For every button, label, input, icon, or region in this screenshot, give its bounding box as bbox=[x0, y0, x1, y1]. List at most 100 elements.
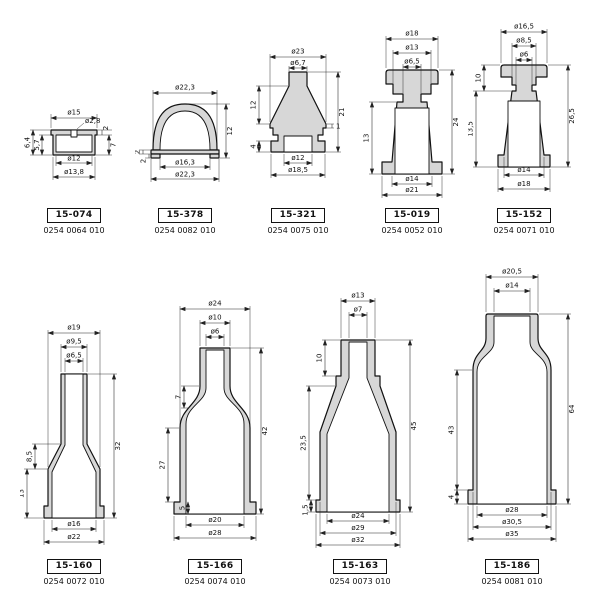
dim-label: ø30,5 bbox=[502, 518, 522, 526]
dim-label: 13,5 bbox=[468, 121, 475, 137]
dim-label: 1 bbox=[336, 123, 340, 131]
drawing-15-378: ø22,3 2 2 12 ø16,3 ø22,3 bbox=[134, 84, 234, 182]
order-code: 0254 0081 010 bbox=[481, 577, 543, 586]
part-number: 15-378 bbox=[157, 208, 213, 223]
dim-label: ø15 bbox=[67, 109, 80, 117]
part-label-15-163: 15-163 0254 0073 010 bbox=[315, 553, 405, 586]
dim-label: ø10 bbox=[208, 314, 221, 322]
dim-label: 13 bbox=[363, 134, 371, 143]
drawing-15-074: ø15 ø2,8 6,4 5,7 2 7 ø12 ø13,8 bbox=[24, 109, 118, 180]
dim-label: ø14 bbox=[517, 166, 531, 174]
dim-label: ø6 bbox=[211, 328, 220, 336]
dim-label: ø7 bbox=[354, 306, 363, 314]
dim-label: 4 bbox=[250, 144, 258, 149]
dim-label: ø29 bbox=[351, 524, 364, 532]
dim-label: 12 bbox=[226, 127, 234, 136]
drawing-block-15-163: ø13 ø7 10 23,5 1,5 45 ø24 ø29 ø32 bbox=[298, 282, 422, 554]
part-label-15-160: 15-160 0254 0072 010 bbox=[29, 553, 119, 586]
dim-label: ø18 bbox=[517, 180, 530, 188]
drawing-15-163: ø13 ø7 10 23,5 1,5 45 ø24 ø29 ø32 bbox=[300, 292, 418, 548]
dim-label: ø14 bbox=[505, 282, 519, 290]
dim-label: 64 bbox=[568, 404, 576, 413]
order-code: 0254 0052 010 bbox=[381, 226, 443, 235]
part-label-15-152: 15-152 0254 0071 010 bbox=[479, 202, 569, 235]
part-cavity bbox=[185, 349, 245, 515]
part-label-15-166: 15-166 0254 0074 010 bbox=[170, 553, 260, 586]
dim-label: ø28 bbox=[505, 506, 518, 514]
part-cavity bbox=[507, 100, 541, 168]
dim-label: 6,4 bbox=[24, 136, 32, 148]
dimension-lines bbox=[256, 54, 341, 178]
dim-label: ø22 bbox=[67, 533, 80, 541]
dim-label: 10 bbox=[316, 354, 324, 363]
dimension-lines bbox=[165, 306, 264, 541]
dim-label: ø35 bbox=[505, 530, 518, 538]
part-number: 15-166 bbox=[187, 559, 243, 574]
part-outline bbox=[269, 71, 327, 153]
dim-label: 21 bbox=[338, 108, 346, 117]
dim-label: ø13 bbox=[351, 292, 364, 300]
dim-label: ø28 bbox=[208, 529, 221, 537]
dim-label: 5,7 bbox=[33, 139, 41, 150]
dim-label: 27 bbox=[159, 461, 167, 470]
order-code: 0254 0075 010 bbox=[267, 226, 329, 235]
dim-label: 10 bbox=[475, 74, 483, 83]
dim-label: ø6,7 bbox=[290, 59, 305, 67]
dim-label: ø18 bbox=[405, 30, 418, 38]
drawing-block-15-321: ø23 ø6,7 12 4 21 1 ø12 ø18,5 bbox=[248, 8, 348, 196]
part-foot bbox=[150, 153, 161, 159]
drawing-15-321: ø23 ø6,7 12 4 21 1 ø12 ø18,5 bbox=[250, 48, 346, 178]
dim-label: 2 bbox=[102, 126, 110, 130]
dim-label: 26,5 bbox=[568, 108, 576, 124]
drawing-block-15-019: ø18 ø13 ø6,5 13 24 ø14 ø21 bbox=[362, 6, 462, 204]
dim-label: 12 bbox=[250, 101, 258, 110]
dim-label: ø9,5 bbox=[66, 338, 81, 346]
part-cavity bbox=[476, 315, 548, 505]
dim-label: ø16,3 bbox=[175, 159, 195, 167]
dim-label: ø22,3 bbox=[175, 171, 195, 179]
dim-label: ø12 bbox=[291, 154, 304, 162]
part-number: 15-152 bbox=[496, 208, 552, 223]
dim-label: ø16,5 bbox=[514, 23, 534, 31]
drawing-15-160: ø19 ø9,5 ø6,5 8,5 13 32 ø16 ø22 bbox=[18, 324, 122, 545]
dim-label: ø14 bbox=[405, 175, 419, 183]
dim-label: ø32 bbox=[351, 536, 364, 544]
dim-label: ø24 bbox=[208, 300, 222, 308]
dim-label: 45 bbox=[410, 422, 418, 431]
part-cavity bbox=[159, 110, 211, 151]
dim-label: ø16 bbox=[67, 520, 81, 528]
dim-label: ø18,5 bbox=[288, 166, 308, 174]
drawing-block-15-074: ø15 ø2,8 6,4 5,7 2 7 ø12 ø13,8 bbox=[24, 10, 124, 194]
dim-label: ø20,5 bbox=[502, 268, 522, 276]
dim-label: ø19 bbox=[67, 324, 80, 332]
drawing-block-15-160: ø19 ø9,5 ø6,5 8,5 13 32 ø16 ø22 bbox=[18, 314, 124, 554]
dim-label: 5 bbox=[179, 506, 187, 510]
part-label-15-186: 15-186 0254 0081 010 bbox=[467, 553, 557, 586]
drawing-15-186: ø20,5 ø14 43 4 64 ø28 ø30,5 ø35 bbox=[448, 268, 576, 542]
dim-label: ø13 bbox=[405, 44, 418, 52]
part-label-15-321: 15-321 0254 0075 010 bbox=[253, 202, 343, 235]
drawing-block-15-152: ø16,5 ø8,5 ø6 10 13,5 26,5 ø14 ø18 bbox=[467, 5, 580, 205]
dim-label: ø22,3 bbox=[175, 84, 195, 92]
part-label-15-378: 15-378 0254 0082 010 bbox=[140, 202, 230, 235]
drawing-15-152: ø16,5 ø8,5 ø6 10 13,5 26,5 ø14 ø18 bbox=[467, 23, 576, 192]
dim-label: 23,5 bbox=[300, 435, 308, 451]
drawing-block-15-166: ø24 ø10 ø6 7 27 5 42 ø20 ø28 bbox=[159, 290, 271, 552]
dim-label: 7 bbox=[175, 395, 183, 399]
part-label-15-074: 15-074 0254 0064 010 bbox=[29, 202, 119, 235]
part-foot bbox=[209, 153, 220, 159]
part-flange bbox=[150, 149, 220, 155]
part-cavity bbox=[326, 341, 390, 513]
dim-label: ø2,8 bbox=[85, 117, 100, 125]
dim-label: ø6,5 bbox=[66, 352, 81, 360]
dim-label: ø6 bbox=[520, 51, 529, 59]
dim-label: 8,5 bbox=[26, 451, 34, 462]
order-code: 0254 0082 010 bbox=[154, 226, 216, 235]
dim-label: 2 bbox=[140, 159, 148, 163]
dimension-lines bbox=[454, 274, 571, 542]
dim-label: 42 bbox=[261, 427, 269, 436]
drawing-15-166: ø24 ø10 ø6 7 27 5 42 ø20 ø28 bbox=[159, 300, 269, 541]
dim-label: 24 bbox=[452, 117, 460, 126]
part-cavity bbox=[55, 134, 93, 153]
